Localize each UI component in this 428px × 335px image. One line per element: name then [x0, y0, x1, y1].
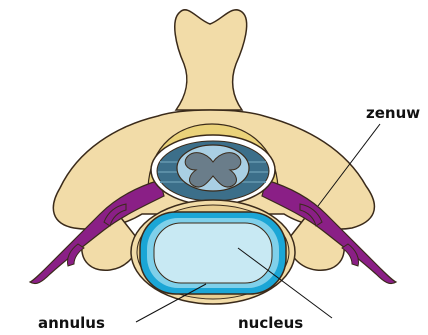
- label-nucleus: nucleus: [238, 314, 303, 332]
- label-annulus: annulus: [38, 314, 105, 332]
- spinous-process: [175, 10, 247, 110]
- label-nerve: zenuw: [366, 104, 420, 122]
- nucleus-pulposus: [154, 223, 272, 283]
